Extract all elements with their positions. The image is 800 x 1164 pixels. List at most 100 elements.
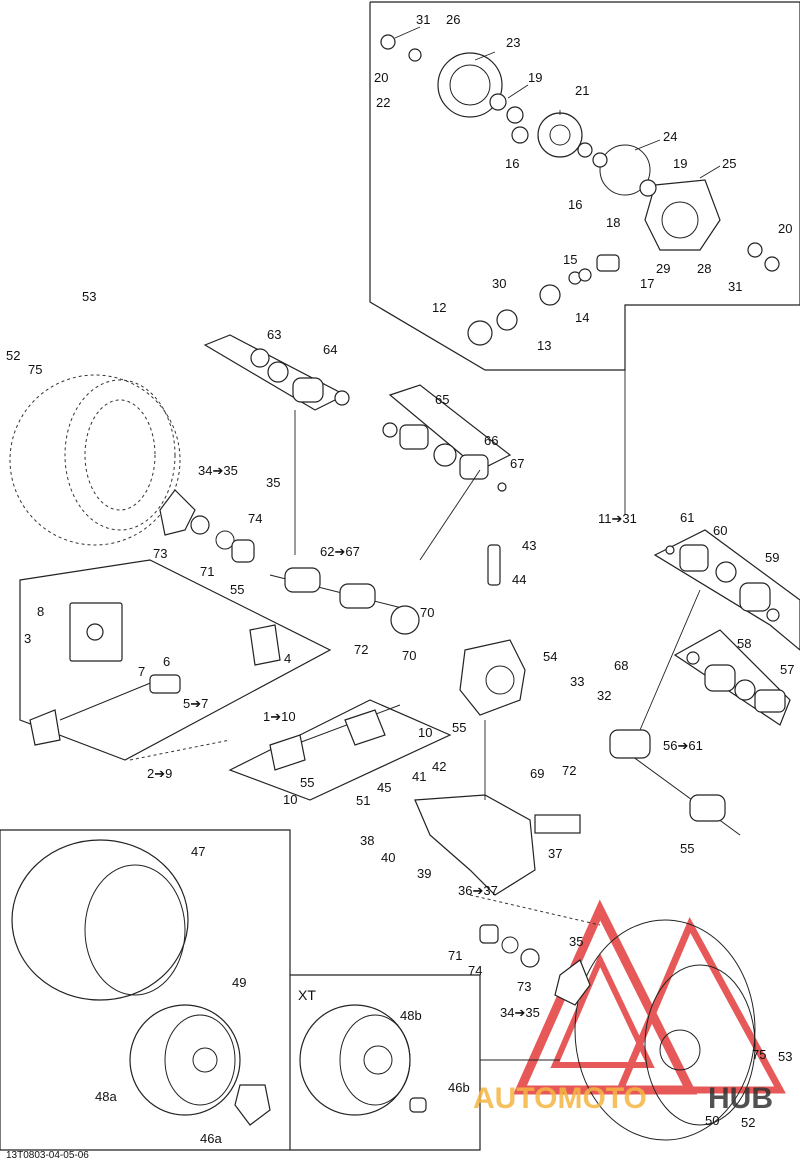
- callout-16b: 16: [568, 197, 582, 212]
- left-drive-axle: [269, 567, 420, 635]
- callout-46b: 46b: [448, 1080, 470, 1095]
- callout-74: 74: [248, 511, 262, 526]
- diagram-code: 13T0803-04-05-06: [6, 1150, 89, 1161]
- callout-62-67: 62➔67: [320, 544, 360, 559]
- right-rear-tire: [574, 919, 756, 1141]
- callout-51: 51: [356, 793, 370, 808]
- callout-35: 35: [266, 475, 280, 490]
- callout-41: 41: [412, 769, 426, 784]
- seals-and-bearings: [380, 34, 780, 346]
- callout-68: 68: [614, 658, 628, 673]
- callout-19: 19: [528, 70, 542, 85]
- callout-73: 73: [153, 546, 167, 561]
- skid-plate-36: [414, 794, 581, 896]
- callout-42: 42: [432, 759, 446, 774]
- callout-53b: 53: [778, 1049, 792, 1064]
- callout-49: 49: [232, 975, 246, 990]
- callout-50: 50: [705, 1113, 719, 1128]
- hub-46a: [234, 1084, 271, 1126]
- callout-47: 47: [191, 844, 205, 859]
- callout-3: 3: [24, 631, 31, 646]
- callout-45: 45: [377, 780, 391, 795]
- watermark-text: AUTOMOTO HUB: [473, 1082, 773, 1115]
- rim-48b: [299, 1004, 411, 1116]
- callout-48a: 48a: [95, 1089, 117, 1104]
- callout-60: 60: [713, 523, 727, 538]
- callout-10b: 10: [283, 792, 297, 807]
- callout-29: 29: [656, 261, 670, 276]
- label-xt: XT: [298, 987, 316, 1003]
- callout-55b: 55: [452, 720, 466, 735]
- callout-67: 67: [510, 456, 524, 471]
- callout-75: 75: [28, 362, 42, 377]
- callout-70b: 70: [402, 648, 416, 663]
- callout-24: 24: [663, 129, 677, 144]
- right-hub-34: [479, 924, 591, 1006]
- callout-58: 58: [737, 636, 751, 651]
- callout-63: 63: [267, 327, 281, 342]
- callout-37: 37: [548, 846, 562, 861]
- callout-61: 61: [680, 510, 694, 525]
- callout-31b: 31: [728, 279, 742, 294]
- callout-36-37: 36➔37: [458, 883, 498, 898]
- callout-55a: 55: [230, 582, 244, 597]
- callout-34-35: 34➔35: [198, 463, 238, 478]
- callout-18: 18: [606, 215, 620, 230]
- left-hub-34: [159, 489, 255, 563]
- right-boot-parts: [665, 544, 786, 713]
- callout-33: 33: [570, 674, 584, 689]
- callout-13: 13: [537, 338, 551, 353]
- callout-56-61: 56➔61: [663, 738, 703, 753]
- callout-1-10: 1➔10: [263, 709, 296, 724]
- callout-72b: 72: [562, 763, 576, 778]
- front-differential: [459, 544, 526, 716]
- callout-71: 71: [200, 564, 214, 579]
- callout-4: 4: [284, 651, 291, 666]
- callout-72a: 72: [354, 642, 368, 657]
- right-drive-axle: [609, 729, 741, 836]
- rim-48a: [129, 1004, 241, 1116]
- callout-21: 21: [575, 83, 589, 98]
- callout-15: 15: [563, 252, 577, 267]
- callout-25: 25: [722, 156, 736, 171]
- callout-28: 28: [697, 261, 711, 276]
- ring-gear-21: [537, 112, 583, 158]
- callout-20: 20: [374, 70, 388, 85]
- callout-10a: 10: [418, 725, 432, 740]
- callout-22: 22: [376, 95, 390, 110]
- callout-70a: 70: [420, 605, 434, 620]
- callout-52: 52: [6, 348, 20, 363]
- callout-59: 59: [765, 550, 779, 565]
- callout-16: 16: [505, 156, 519, 171]
- callout-57: 57: [780, 662, 794, 677]
- callout-7: 7: [138, 664, 145, 679]
- callout-69: 69: [530, 766, 544, 781]
- callout-55d: 55: [680, 841, 694, 856]
- callout-2-9: 2➔9: [147, 766, 172, 781]
- callout-52b: 52: [741, 1115, 755, 1130]
- diff-housing-25: [644, 179, 721, 251]
- callout-46a: 46a: [200, 1131, 222, 1146]
- diff-cover-23: [437, 52, 503, 118]
- leader-lines: [129, 26, 721, 1061]
- callout-53: 53: [82, 289, 96, 304]
- callout-34-35b: 34➔35: [500, 1005, 540, 1020]
- rear-propeller-shaft: [269, 704, 401, 771]
- left-front-tire: [9, 374, 181, 546]
- callout-14: 14: [575, 310, 589, 325]
- callout-32: 32: [597, 688, 611, 703]
- callout-75b: 75: [752, 1047, 766, 1062]
- callout-39: 39: [417, 866, 431, 881]
- callout-55c: 55: [300, 775, 314, 790]
- callout-30: 30: [492, 276, 506, 291]
- callout-65: 65: [435, 392, 449, 407]
- watermark-automoto: AUTOMOTO: [473, 1082, 647, 1115]
- callout-43: 43: [522, 538, 536, 553]
- callout-35b: 35: [569, 934, 583, 949]
- watermark-logo: [513, 899, 786, 1095]
- callout-71b: 71: [448, 948, 462, 963]
- callout-11-31: 11➔31: [598, 511, 637, 526]
- callout-6: 6: [163, 654, 170, 669]
